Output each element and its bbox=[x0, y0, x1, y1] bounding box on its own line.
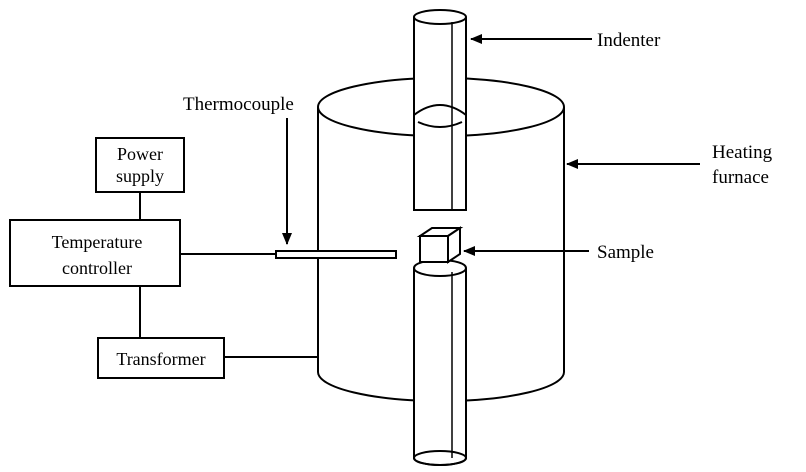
thermocouple-label: Thermocouple bbox=[183, 94, 294, 115]
transformer-label: Transformer bbox=[116, 349, 205, 369]
temperature-controller-label-1: Temperature bbox=[52, 232, 143, 252]
indenter-label: Indenter bbox=[597, 30, 661, 51]
power-supply-label-1: Power bbox=[117, 144, 163, 164]
heating-furnace-label-1: Heating bbox=[712, 142, 773, 163]
temperature-controller-box: Temperature controller bbox=[9, 219, 181, 287]
transformer-box: Transformer bbox=[97, 337, 225, 379]
sample-cube bbox=[416, 226, 464, 264]
power-supply-label-2: supply bbox=[116, 166, 164, 186]
power-supply-box: Power supply bbox=[95, 137, 185, 193]
callout-arrows bbox=[282, 34, 700, 256]
temperature-controller-label-2: controller bbox=[62, 258, 132, 278]
thermocouple-probe bbox=[275, 250, 397, 259]
connector-lines bbox=[139, 192, 318, 358]
indenter-rod bbox=[413, 9, 467, 211]
heating-furnace-label-2: furnace bbox=[712, 167, 769, 188]
sample-label: Sample bbox=[597, 242, 654, 263]
lower-support-rod bbox=[413, 259, 467, 466]
